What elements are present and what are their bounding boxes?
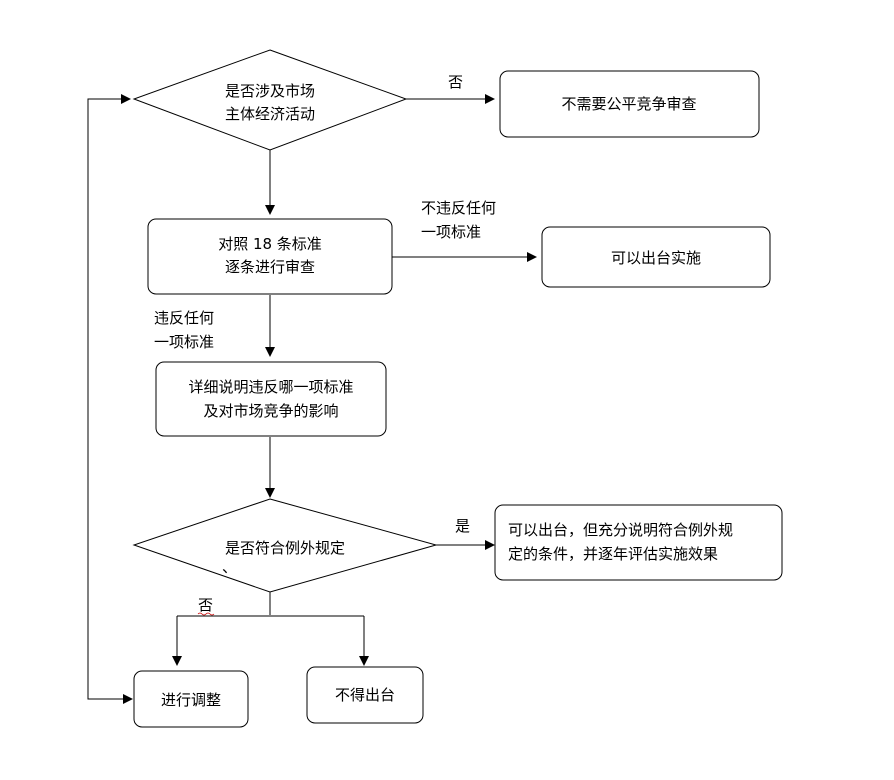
edge-label-violation-line-1: 违反任何 [154, 309, 214, 327]
connectors [87, 94, 537, 704]
no-review-label: 不需要公平竞争审查 [561, 95, 696, 113]
node-labels: 是否涉及市场 主体经济活动 不需要公平竞争审查 对照 18 条标准 逐条进行审查… [161, 82, 733, 709]
stray-mark: 、 [222, 558, 237, 576]
edge-label-no-violation-line-1: 不违反任何 [421, 199, 496, 217]
compare-standards-line-2: 逐条进行审查 [225, 258, 315, 276]
exception-yes-line-2: 定的条件，并逐年评估实施效果 [508, 545, 718, 563]
can-implement-label: 可以出台实施 [611, 249, 701, 267]
box-exception-yes [494, 504, 783, 581]
explain-violation-line-2: 及对市场竞争的影响 [203, 402, 338, 420]
spellcheck-underline [197, 612, 215, 616]
edge-labels: 否 不违反任何 一项标准 违反任何 一项标准 是 否 [154, 73, 496, 616]
edge-label-exception-no: 否 [198, 596, 213, 614]
box-adjust [133, 670, 249, 728]
compare-standards-line-1: 对照 18 条标准 [218, 235, 322, 253]
exception-yes-line-1: 可以出台，但充分说明符合例外规 [508, 521, 733, 539]
box-can-implement [541, 226, 771, 288]
edge-label-exception-yes: 是 [455, 517, 470, 535]
edge-adjust-loop-back [87, 94, 132, 700]
decision-market-line-1: 是否涉及市场 [225, 82, 315, 100]
decision-market-line-2: 主体经济活动 [225, 105, 315, 123]
edge-label-market-no: 否 [448, 73, 463, 91]
box-not-allowed [306, 666, 424, 724]
decision-diamond-market [132, 49, 408, 151]
edge-label-no-violation-line-2: 一项标准 [421, 223, 481, 241]
adjust-label: 进行调整 [161, 691, 221, 709]
edge-label-violation-line-2: 一项标准 [154, 333, 214, 351]
decision-exception-label: 是否符合例外规定 [225, 539, 345, 557]
decision-diamond-exception [132, 498, 438, 593]
box-explain-violation [155, 361, 387, 437]
not-allowed-label: 不得出台 [335, 686, 395, 704]
box-compare-standards [147, 218, 393, 295]
explain-violation-line-1: 详细说明违反哪一项标准 [188, 378, 353, 396]
box-no-review [499, 70, 760, 138]
shapes [132, 49, 783, 728]
